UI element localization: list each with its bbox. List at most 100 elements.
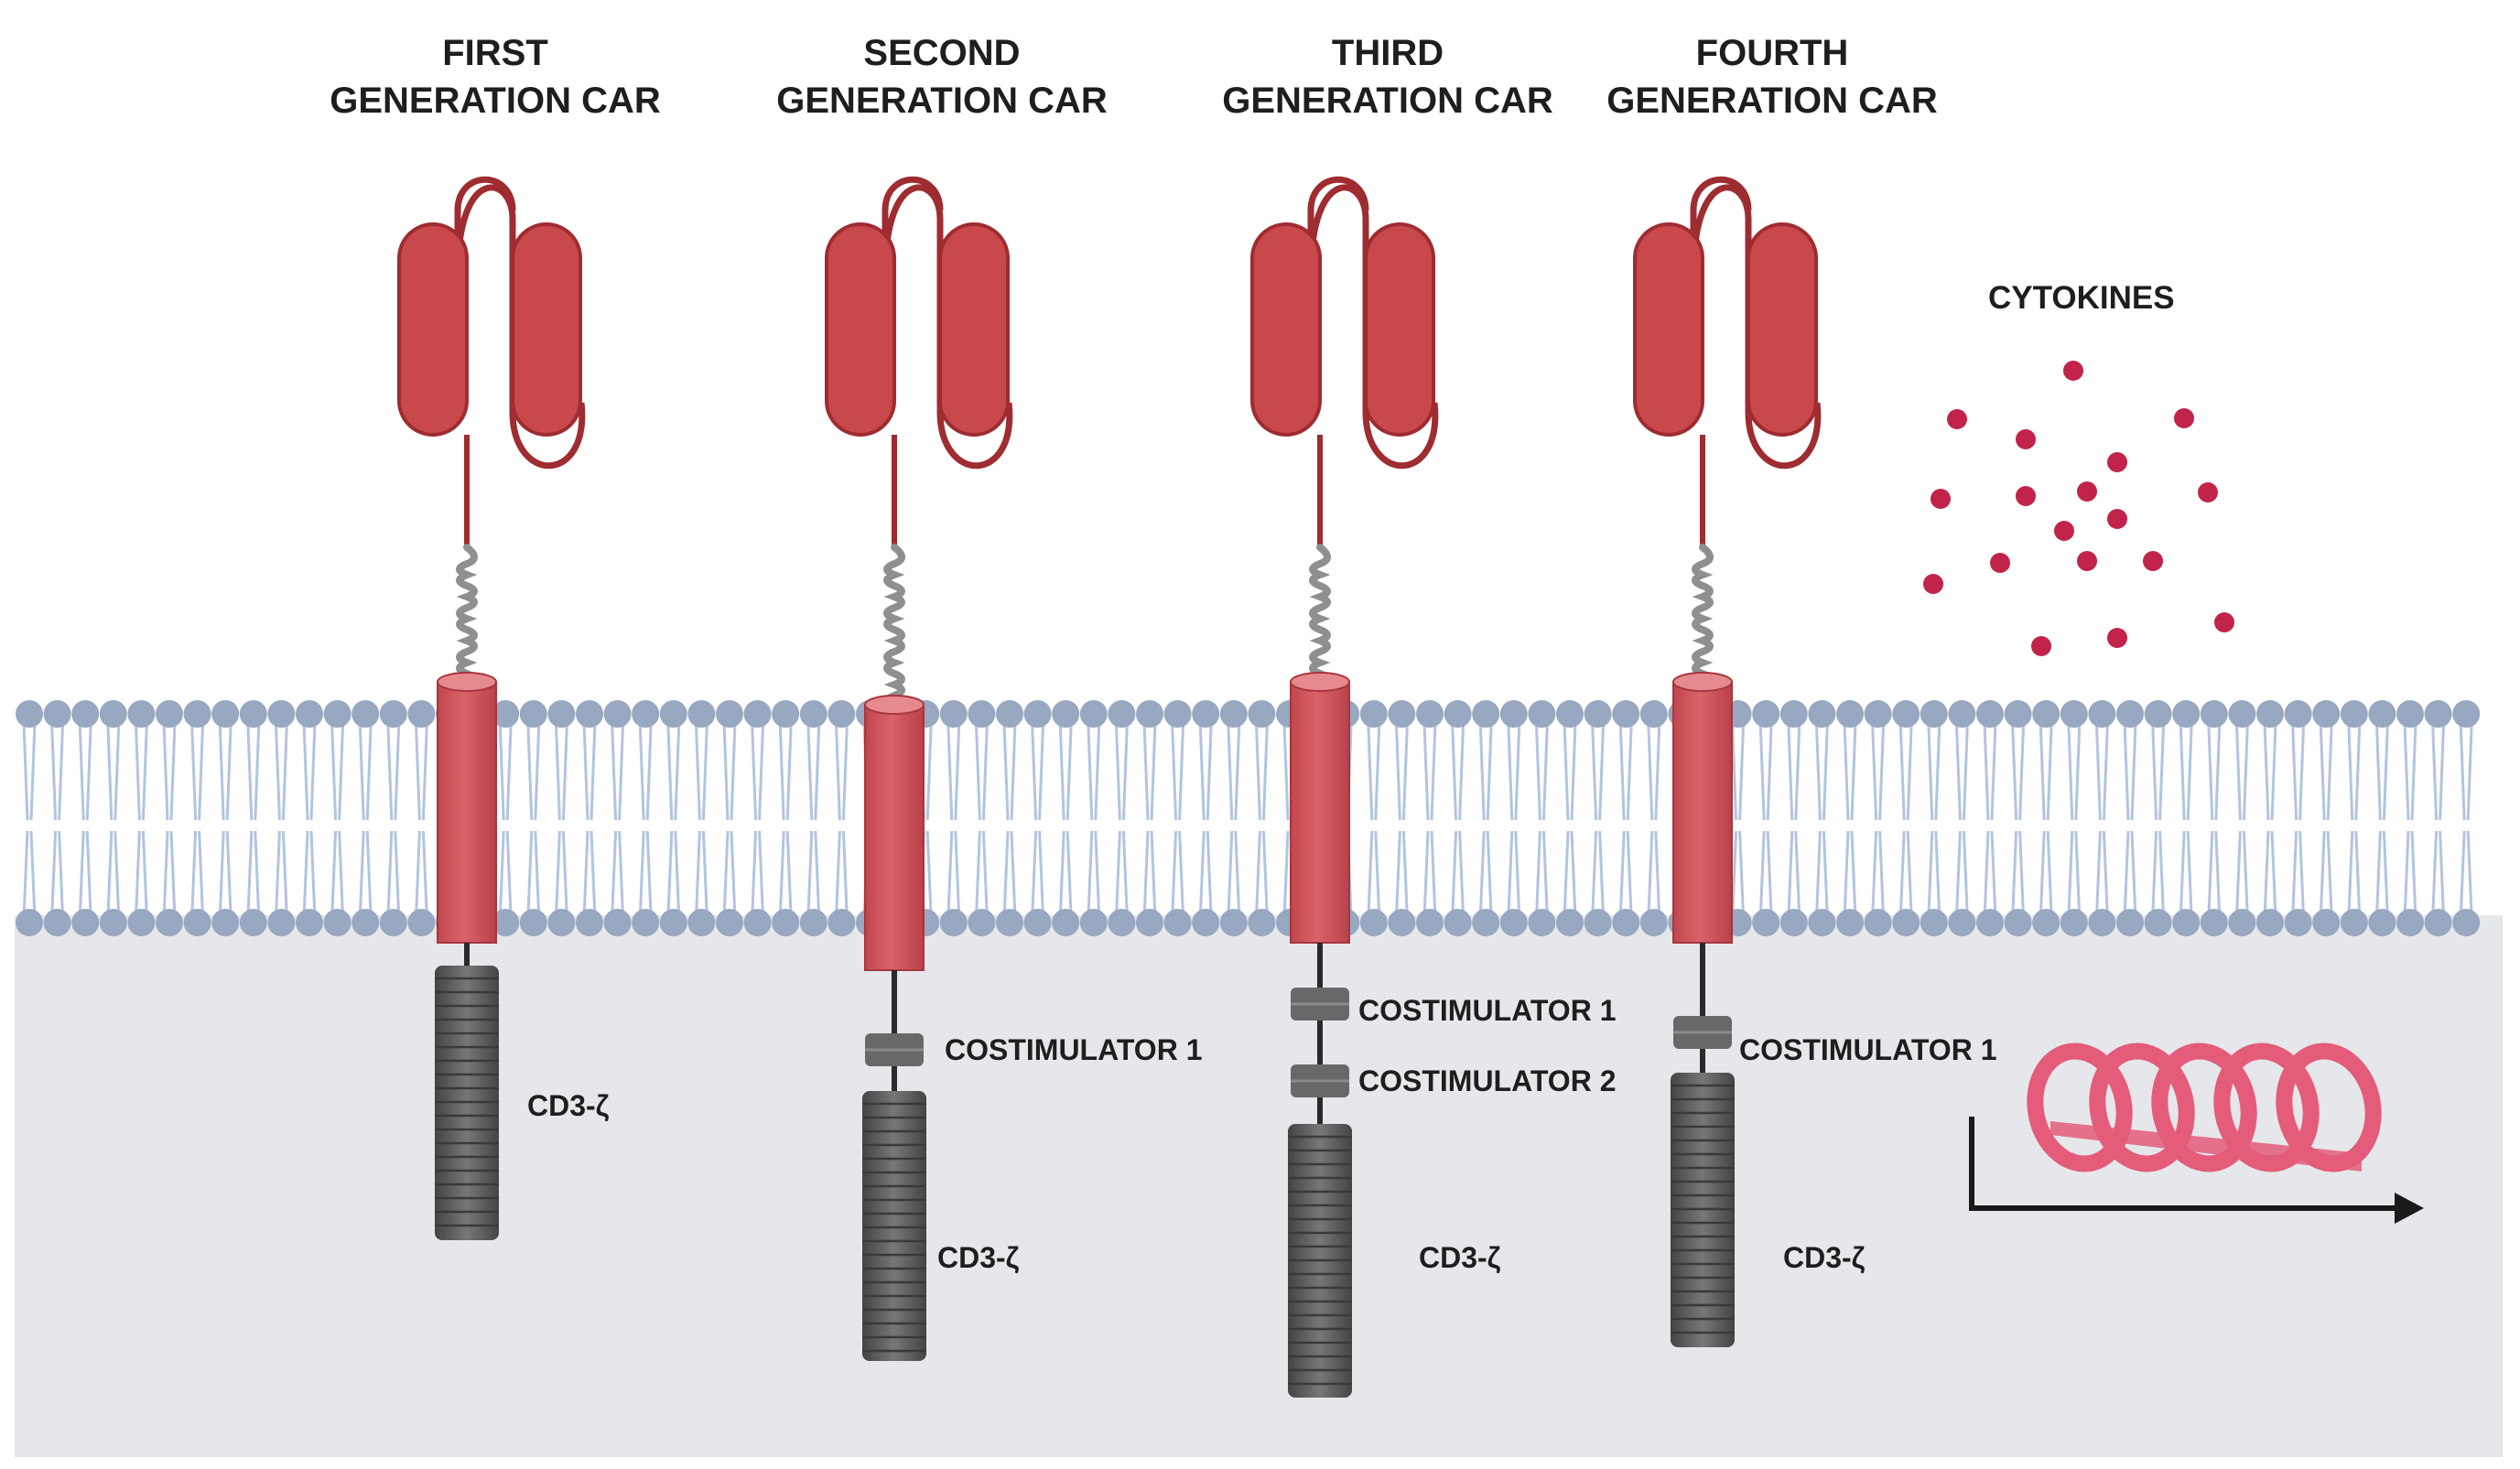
lipid-head [1359,700,1388,728]
lipid-tail [1934,830,1941,920]
lipid-tail [1114,722,1121,821]
lipid-tail [1227,722,1234,821]
tm-body [864,704,925,971]
lipid-tail [645,722,653,821]
lipid-head [492,700,520,728]
transmembrane-domain [1672,672,1733,944]
lipid-tail [722,722,730,821]
lipid-tail [1058,830,1065,920]
lipid-tail [338,830,345,920]
costimulatory-domain-2 [1291,1064,1349,1097]
lipid-tail [751,722,758,821]
lipid-tail [1065,830,1073,920]
tm-body [437,681,497,944]
lipid-tail [730,722,737,821]
lipid-head [352,909,380,936]
lipid-tail [1374,830,1381,920]
lipid-head [2424,700,2452,728]
lipid-head [1836,700,1864,728]
lipid-head [1472,909,1500,936]
lipid-head [2060,909,2088,936]
scfv-vh-domain [1633,222,1704,437]
lipid-head [1752,909,1780,936]
lipid-head [379,700,407,728]
lipid-tail [254,830,261,920]
cytokine-dot [1947,409,1967,429]
lipid-tail [1934,722,1941,821]
transmembrane-domain [437,672,497,944]
lipid-tail [1570,830,1577,920]
lipid-tail [1541,722,1549,821]
lipid-head [2368,909,2396,936]
lipid-head [2228,700,2256,728]
lipid-tail [1367,722,1374,821]
lipid-tail [505,722,513,821]
lipid-head [1920,700,1948,728]
lipid-head [1612,909,1640,936]
costim2-label-third: COSTIMULATOR 2 [1358,1064,1617,1097]
lipid-tail [778,722,785,821]
lipid-head [239,909,267,936]
lipid-tail [2347,722,2354,821]
lipid-tail [1401,722,1409,821]
lipid-head [156,700,183,728]
lipid-tail [814,830,821,920]
lipid-tail [169,830,177,920]
lipid-head [379,909,407,936]
lipid-head [799,909,827,936]
lipid-head [996,700,1023,728]
lipid-tail [246,722,254,821]
lipid-tail [758,830,765,920]
lipid-tail [225,830,233,920]
scfv-vl-domain [938,222,1010,437]
lipid-tail [1087,722,1094,821]
lipid-tail [806,722,814,821]
lipid-tail [162,830,169,920]
lipid-tail [2011,830,2018,920]
expression-arrow-icon [1969,1117,2424,1224]
lipid-head [407,700,436,728]
lipid-tail [1010,830,1017,920]
lipid-tail [85,830,92,920]
lipid-tail [338,722,345,821]
title-third-generation: THIRD GENERATION CAR [1195,35,1580,130]
lipid-tail [1570,722,1577,821]
cd3z-label-second: CD3-ζ [937,1241,1020,1274]
lipid-head [716,909,743,936]
lipid-tail [946,830,954,920]
lipid-tail [1647,722,1654,821]
lipid-tail [2410,722,2417,821]
lipid-tail [198,830,205,920]
lipid-tail [365,722,373,821]
cytokine-dot [1923,574,1943,594]
title-fourth-line1: FOURTH [1695,33,1849,73]
lipid-tail [2459,830,2466,920]
title-first-line1: FIRST [442,33,548,73]
lipid-head [827,909,856,936]
lipid-head [1079,909,1108,936]
lipid-tail [1927,722,1934,821]
tm-top-cap [437,672,497,692]
lipid-head [1612,700,1640,728]
lipid-tail [2151,722,2158,821]
lipid-head [1219,700,1248,728]
lipid-tail [85,722,92,821]
lipid-head [1108,909,1136,936]
cytokine-dot [2198,482,2218,502]
lipid-tail [526,722,534,821]
lipid-tail [1962,830,1969,920]
lipid-head [2256,909,2284,936]
lipid-head [239,700,267,728]
lipid-tail [925,722,933,821]
lipid-tail [1766,830,1773,920]
cytokines-label: CYTOKINES [1988,280,2175,316]
lipid-tail [2270,722,2277,821]
lipid-head [1499,909,1528,936]
lipid-tail [638,830,645,920]
lipid-head [296,700,323,728]
lipid-head [968,909,996,936]
lipid-head [1556,909,1584,936]
lipid-tail [730,830,737,920]
lipid-tail [1142,722,1150,821]
helix-tail [2050,1121,2362,1172]
